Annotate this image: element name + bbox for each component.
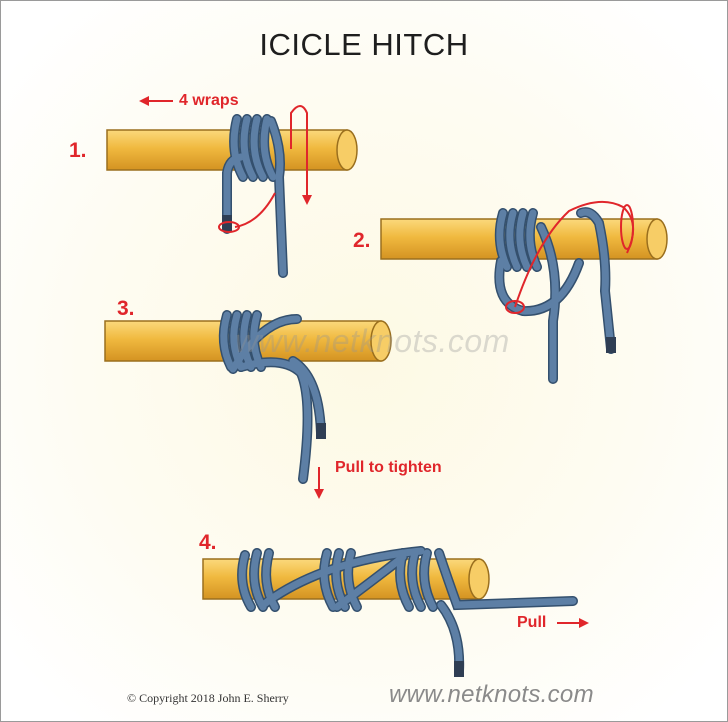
step-3-label: 3. xyxy=(117,297,135,320)
diagram-title: ICICLE HITCH xyxy=(259,27,469,62)
rope-2 xyxy=(494,207,616,384)
watermark: www.netknots.com xyxy=(235,323,510,359)
rope-4 xyxy=(237,546,578,677)
step-4-figure xyxy=(202,546,589,677)
step-1-label: 1. xyxy=(69,139,87,162)
step-2-figure xyxy=(380,200,668,384)
tighten-annotation: Pull to tighten xyxy=(335,459,442,476)
rope-3 xyxy=(218,310,326,484)
step-3-figure xyxy=(104,310,392,499)
step-2-label: 2. xyxy=(353,229,371,252)
site-url: www.netknots.com xyxy=(389,681,594,708)
route-arrows-2 xyxy=(505,200,634,314)
pull-annotation: Pull xyxy=(517,614,547,631)
rope-1 xyxy=(222,114,288,278)
step-4-label: 4. xyxy=(199,531,217,554)
copyright-notice: © Copyright 2018 John E. Sherry xyxy=(127,691,289,705)
step-1-figure xyxy=(106,96,358,278)
route-arrows-1 xyxy=(139,96,312,233)
wraps-annotation: 4 wraps xyxy=(179,92,239,109)
